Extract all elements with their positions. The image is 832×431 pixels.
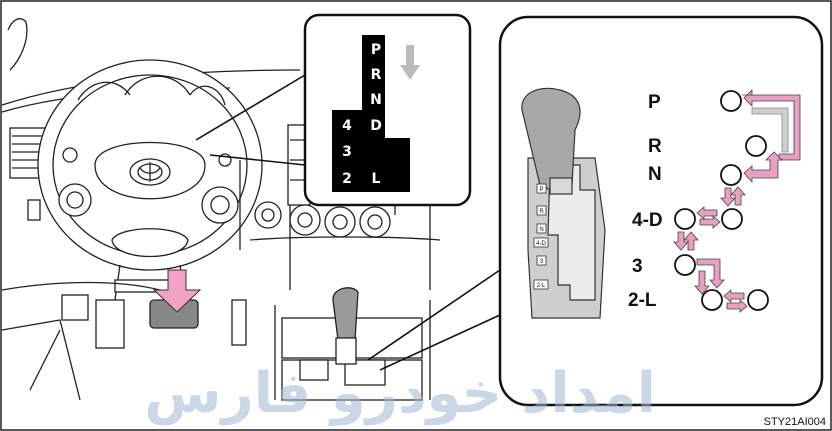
gate-position: D [370,118,382,134]
position-circle-l [748,290,768,310]
position-circle-p [721,91,741,111]
position-circle-2 [702,290,722,310]
knob-slot: 2-L [537,283,546,289]
knob-slot: N [539,227,543,233]
gate-position: L [372,171,381,187]
shift-pattern-callout: P R N 4-D 3 2-L P R N 4-D 3 2-L [500,17,822,405]
gate-position: 3 [342,144,352,160]
position-circle-3 [675,255,695,275]
shift-label-2l: 2-L [628,290,657,311]
position-circle-r [746,136,766,156]
knob-slot: P [539,187,543,193]
gate-position: 2 [342,171,352,187]
knob-slot: 4-D [536,241,546,247]
gate-position: 4 [342,118,352,134]
gate-position: N [370,92,382,108]
knob-slot: R [539,209,544,215]
shift-label-4d: 4-D [632,210,663,231]
shift-lever [333,288,358,340]
shift-label-p: P [648,92,661,113]
gate-position: R [371,67,382,83]
position-circle-4 [675,209,695,229]
gate-indicator-callout: P R N D 4 3 2 L [305,15,470,205]
figure-code: STY21AI004 [764,416,826,428]
shift-label-n: N [648,164,662,185]
position-circle-d [722,209,742,229]
shift-label-3: 3 [632,256,643,277]
gate-position: P [371,42,381,58]
shift-label-r: R [648,136,662,157]
position-circle-n [721,165,741,185]
watermark-text: امداد خودرو فارس [144,361,656,426]
